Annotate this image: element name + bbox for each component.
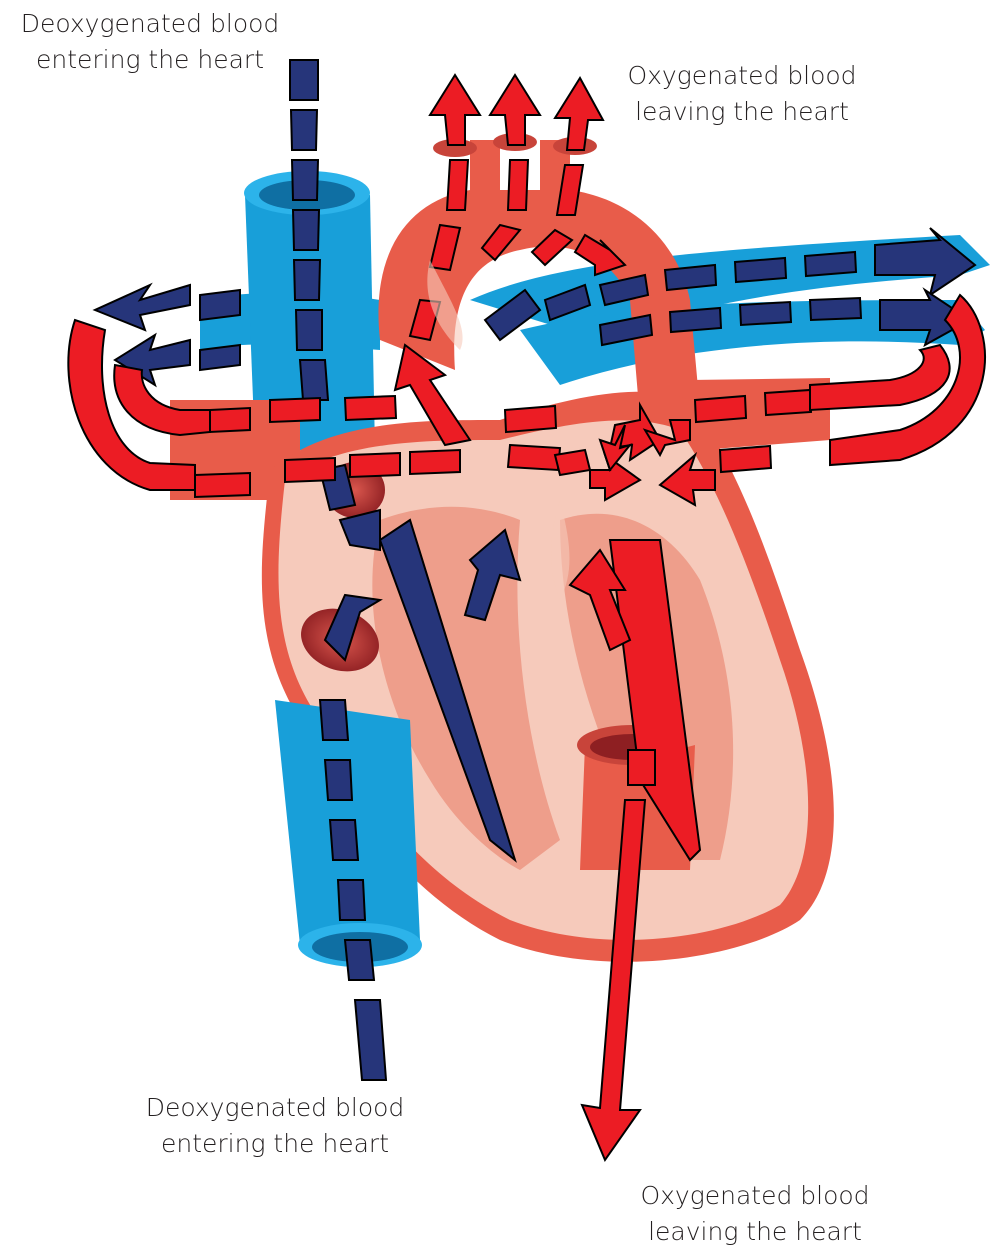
oxygenated-label-bottom-line1: Oxygenated blood — [615, 1178, 895, 1214]
deoxygenated-label-bottom: Deoxygenated blood entering the heart — [125, 1090, 425, 1162]
oxygenated-label-top-line2: leaving the heart — [602, 94, 882, 130]
deoxygenated-label-bottom-line1: Deoxygenated blood — [125, 1090, 425, 1126]
oxygenated-label-top: Oxygenated blood leaving the heart — [602, 58, 882, 130]
deoxygenated-label-bottom-line2: entering the heart — [125, 1126, 425, 1162]
oxygenated-label-bottom: Oxygenated blood leaving the heart — [615, 1178, 895, 1250]
oxygenated-label-top-line1: Oxygenated blood — [602, 58, 882, 94]
deoxygenated-label-top: Deoxygenated blood entering the heart — [0, 6, 300, 78]
deoxygenated-label-top-line1: Deoxygenated blood — [0, 6, 300, 42]
deoxygenated-label-top-line2: entering the heart — [0, 42, 300, 78]
oxygenated-label-bottom-line2: leaving the heart — [615, 1214, 895, 1250]
